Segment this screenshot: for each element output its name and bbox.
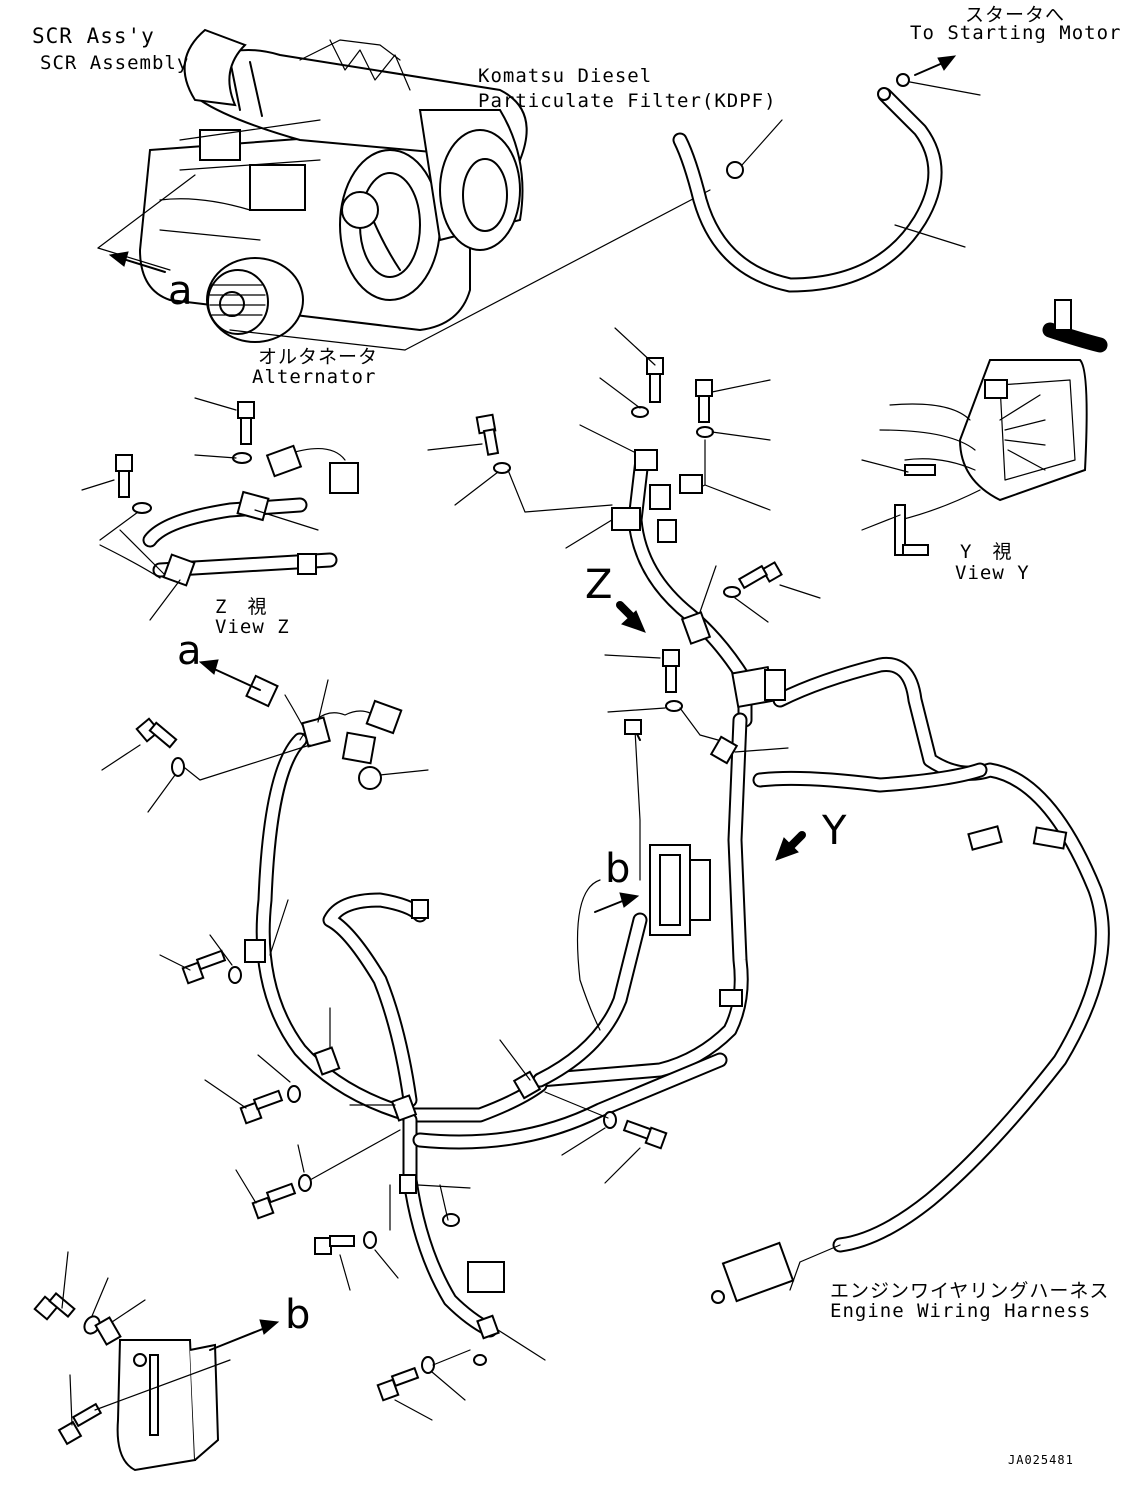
alternator-label-jp: オルタネータ	[258, 346, 379, 368]
ref-b-middle: b	[605, 846, 631, 892]
scr-label-jp: SCR Ass'y	[32, 24, 155, 48]
view-z-arrow	[616, 601, 646, 633]
kdpf-label-line2: Particulate Filter(KDPF)	[478, 90, 777, 112]
view-z-detail	[81, 397, 359, 621]
alternator-label-en: Alternator	[252, 366, 377, 388]
clamp-cluster-center	[427, 327, 821, 728]
view-y-label-en: View Y	[955, 562, 1030, 584]
starter-label-en: To Starting Motor	[910, 22, 1122, 44]
fasteners	[101, 649, 789, 1421]
view-z-label-jp: Z 視	[215, 596, 268, 618]
engine-assembly-illustration	[97, 28, 528, 343]
ref-z-view: Z	[585, 562, 613, 608]
view-y-detail	[861, 299, 1108, 556]
harness-label-en: Engine Wiring Harness	[830, 1300, 1092, 1322]
ref-a-middle: a	[177, 628, 202, 674]
starter-label-jp: スタータへ	[965, 4, 1066, 26]
alternator-illustration	[206, 257, 304, 343]
ref-a-top: a	[168, 268, 193, 314]
view-a-arrow-top	[108, 251, 166, 273]
view-y-label-jp: Y 視	[960, 541, 1013, 563]
ref-y-view: Y	[822, 808, 847, 854]
harness-clamps	[244, 665, 1068, 1366]
starter-cable	[672, 55, 981, 293]
ref-b-bottom: b	[285, 1292, 311, 1338]
view-a-arrow-middle	[198, 659, 261, 691]
ecu-bracket-detail	[33, 1251, 280, 1472]
harness-label-jp: エンジンワイヤリングハーネス	[830, 1280, 1110, 1302]
drawing-id: JA025481	[1008, 1453, 1074, 1467]
view-z-label-en: View Z	[215, 616, 290, 638]
scr-label-en: SCR Assembly	[40, 52, 190, 74]
kdpf-label-line1: Komatsu Diesel	[478, 65, 653, 87]
main-harness	[255, 656, 1110, 1338]
view-y-arrow	[775, 831, 806, 861]
